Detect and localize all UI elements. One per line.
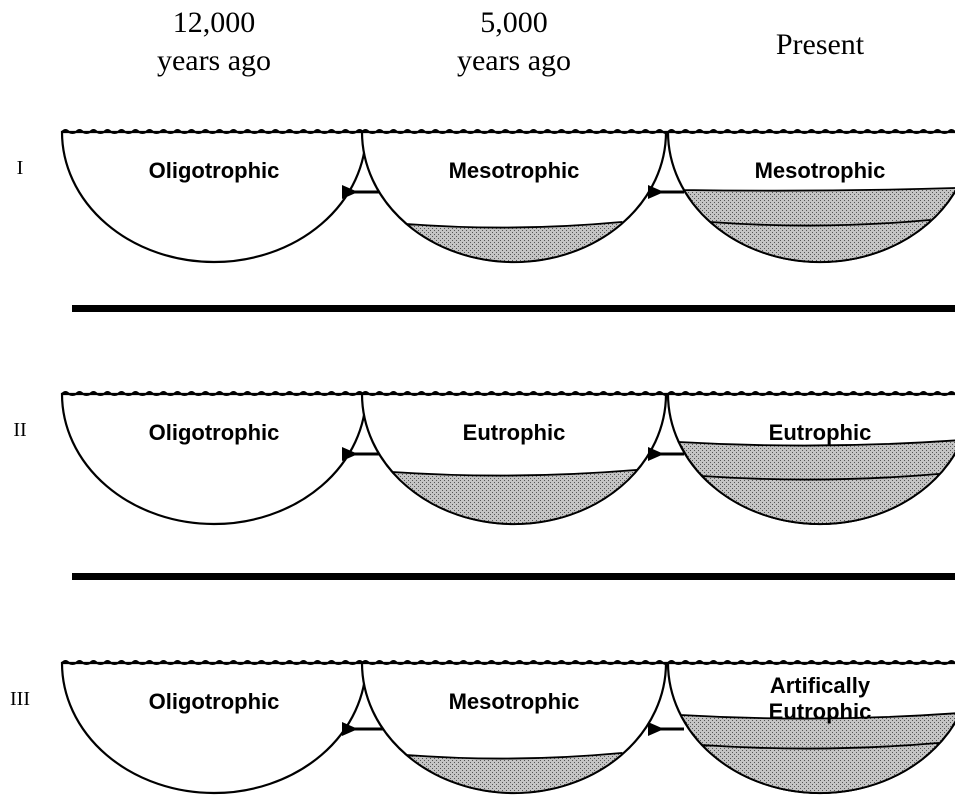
- column-header-line2: years ago: [157, 44, 271, 77]
- lake-basin: Eutrophic: [668, 392, 955, 524]
- lake-basin-outline: [62, 663, 366, 793]
- lake-basin-outline: [62, 394, 366, 524]
- arrow-icon: [648, 185, 684, 199]
- row-label: II: [13, 419, 26, 441]
- sediment-layer: [407, 222, 622, 262]
- trophic-state-label: Eutrophic: [769, 699, 872, 724]
- row-divider: [72, 573, 955, 580]
- lake-basin: Mesotrophic: [362, 661, 666, 793]
- column-header-line1: 12,000: [173, 6, 256, 39]
- sediment-layer: [702, 474, 938, 524]
- column-header-line1: Present: [776, 28, 865, 61]
- row-label: I: [17, 157, 24, 179]
- sediment-layer: [702, 743, 938, 793]
- arrow-icon: [648, 722, 684, 736]
- lake-basin: Oligotrophic: [62, 661, 366, 793]
- trophic-state-label: Mesotrophic: [755, 158, 886, 183]
- sediment-layer: [710, 220, 929, 262]
- trophic-state-label: Oligotrophic: [149, 158, 280, 183]
- trophic-state-label: Mesotrophic: [449, 689, 580, 714]
- sediment-layer: [407, 753, 622, 793]
- lake-basin: Mesotrophic: [668, 130, 955, 262]
- lake-basin: Oligotrophic: [62, 392, 366, 524]
- lake-basin: Eutrophic: [362, 392, 666, 524]
- trophic-state-label: Oligotrophic: [149, 420, 280, 445]
- trophic-state-label: Eutrophic: [463, 420, 566, 445]
- trophic-state-label: Oligotrophic: [149, 689, 280, 714]
- arrow-icon: [648, 447, 684, 461]
- row-divider: [72, 305, 955, 312]
- trophic-state-label: Mesotrophic: [449, 158, 580, 183]
- lake-basin: Mesotrophic: [362, 130, 666, 262]
- column-header-line2: years ago: [457, 44, 571, 77]
- trophic-state-label: Eutrophic: [769, 420, 872, 445]
- row-label: III: [10, 688, 30, 710]
- column-header-line1: 5,000: [480, 6, 548, 39]
- sediment-layer: [392, 470, 635, 524]
- trophic-state-label: Artifically: [770, 673, 871, 698]
- lake-basin: Oligotrophic: [62, 130, 366, 262]
- lake-basin-outline: [62, 132, 366, 262]
